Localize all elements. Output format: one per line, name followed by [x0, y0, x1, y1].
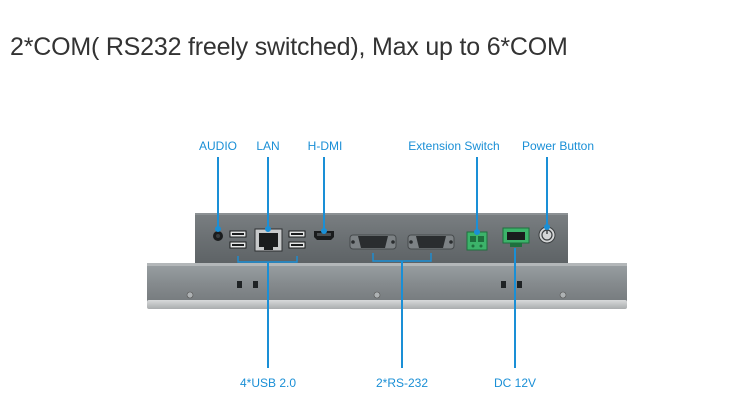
dc-power-connector-icon — [502, 227, 530, 247]
front-panel — [147, 263, 627, 309]
audio-jack-icon — [213, 231, 223, 241]
hdmi-port-icon — [314, 231, 334, 240]
terminal-block-icon — [466, 231, 488, 251]
page-title: 2*COM( RS232 freely switched), Max up to… — [10, 33, 568, 61]
callout-lines-top — [215, 157, 550, 235]
usb-port-icon — [229, 230, 247, 249]
label-rs232: 2*RS-232 — [375, 376, 429, 390]
screw-icon — [186, 291, 194, 299]
lan-port-icon — [254, 228, 283, 252]
callout-lines-bottom — [237, 248, 516, 368]
label-hdmi: H-DMI — [307, 139, 343, 153]
db9-serial-port-icon — [407, 234, 455, 250]
label-dc-12v: DC 12V — [493, 376, 537, 390]
label-lan: LAN — [256, 139, 280, 153]
screw-icon — [373, 291, 381, 299]
screw-icon — [559, 291, 567, 299]
io-chassis — [195, 213, 568, 263]
label-usb: 4*USB 2.0 — [239, 376, 297, 390]
usb-port-icon — [288, 230, 306, 249]
db9-serial-port-icon — [349, 234, 397, 250]
label-audio: AUDIO — [198, 139, 238, 153]
label-extension-switch: Extension Switch — [408, 139, 500, 153]
label-power-button: Power Button — [521, 139, 595, 153]
